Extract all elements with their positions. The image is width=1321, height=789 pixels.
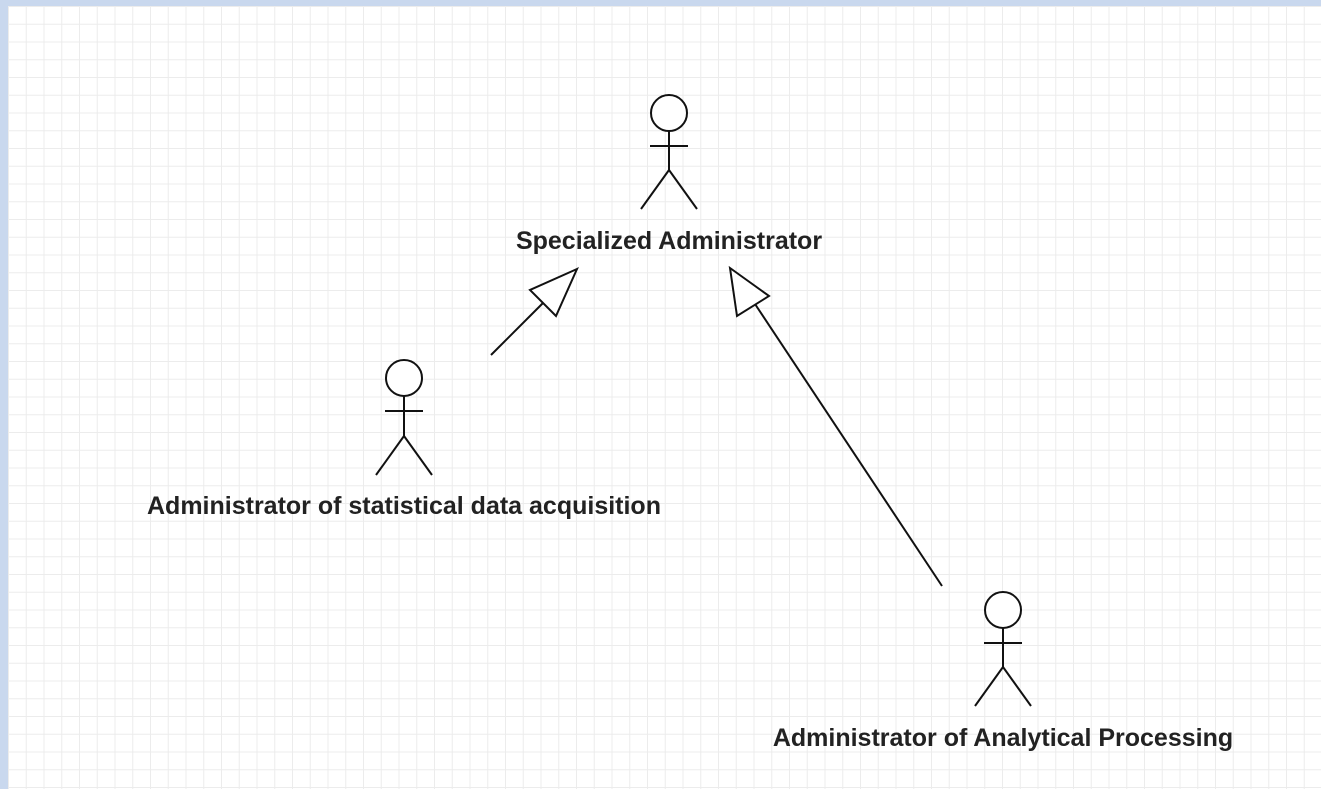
hollow-triangle-arrowhead-icon	[728, 265, 771, 318]
actor-label-specialized-administrator: Specialized Administrator	[516, 227, 822, 255]
generalization-arrow-analytical-to-specialized[interactable]	[728, 265, 943, 587]
actor-analytical-processing-administrator[interactable]: Administrator of Analytical Processing	[773, 591, 1233, 752]
actor-label-statistical-data-acquisition: Administrator of statistical data acquis…	[147, 492, 661, 520]
hollow-triangle-arrowhead-icon	[528, 267, 579, 318]
diagram-canvas[interactable]	[8, 6, 1321, 789]
stick-figure-icon	[375, 359, 433, 476]
stick-figure-icon	[640, 94, 698, 210]
generalization-line	[752, 300, 943, 587]
generalization-line	[490, 302, 544, 356]
generalization-arrow-acquisition-to-specialized[interactable]	[490, 267, 579, 356]
actor-label-analytical-processing: Administrator of Analytical Processing	[773, 724, 1233, 752]
actor-statistical-data-acquisition-administrator[interactable]: Administrator of statistical data acquis…	[147, 359, 661, 520]
actor-specialized-administrator[interactable]: Specialized Administrator	[516, 94, 822, 255]
stick-figure-icon	[974, 591, 1032, 707]
